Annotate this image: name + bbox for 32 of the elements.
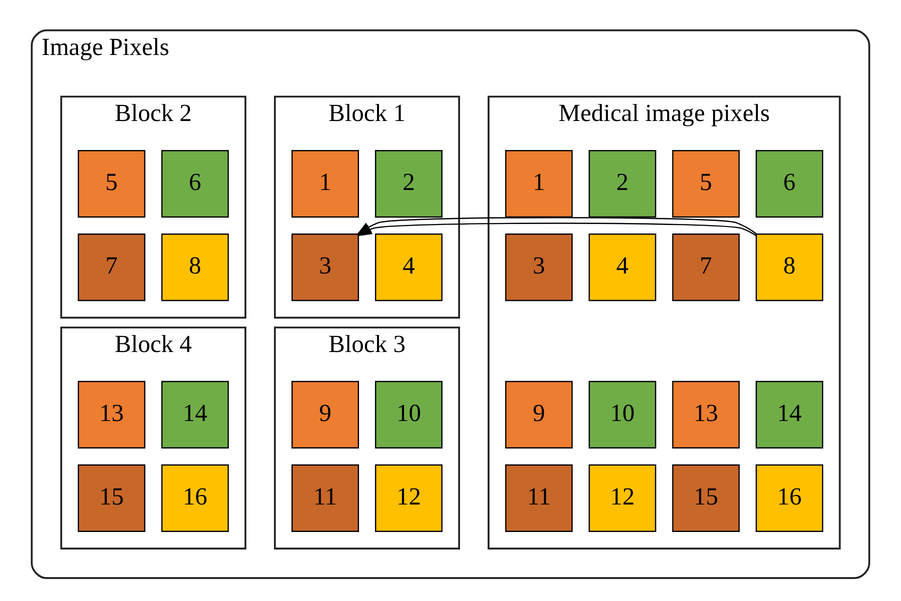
node-box: 8 xyxy=(161,234,229,302)
node-box: 6 xyxy=(756,150,824,218)
node-box: 1 xyxy=(291,150,359,218)
node-box: 10 xyxy=(588,380,656,448)
node-box: 3 xyxy=(505,234,573,302)
node-box: 7 xyxy=(672,234,740,302)
node-box: 9 xyxy=(291,380,359,448)
node-box: 4 xyxy=(374,234,443,302)
node-box: 12 xyxy=(588,464,656,532)
node-box: 10 xyxy=(374,380,443,448)
node-box: 16 xyxy=(756,464,824,532)
node-box: 14 xyxy=(161,380,229,448)
node-box: 7 xyxy=(78,234,146,302)
node-box: 5 xyxy=(672,150,740,218)
node-box: 13 xyxy=(78,380,146,448)
node-box: 13 xyxy=(672,380,740,448)
node-box: 6 xyxy=(161,150,229,218)
node-box: 14 xyxy=(756,380,824,448)
node-box: 8 xyxy=(756,234,824,302)
node-box: 11 xyxy=(505,464,573,532)
node-box: 12 xyxy=(374,464,443,532)
node-box: 15 xyxy=(672,464,740,532)
node-box: 3 xyxy=(291,234,359,302)
node-box: 11 xyxy=(291,464,359,532)
node-box: 5 xyxy=(78,150,146,218)
node-box: 1 xyxy=(505,150,573,218)
node-box: 4 xyxy=(588,234,656,302)
node-box: 16 xyxy=(161,464,229,532)
node-box: 15 xyxy=(78,464,146,532)
node-box: 2 xyxy=(588,150,656,218)
node-box: 9 xyxy=(505,380,573,448)
node-box: 2 xyxy=(374,150,443,218)
